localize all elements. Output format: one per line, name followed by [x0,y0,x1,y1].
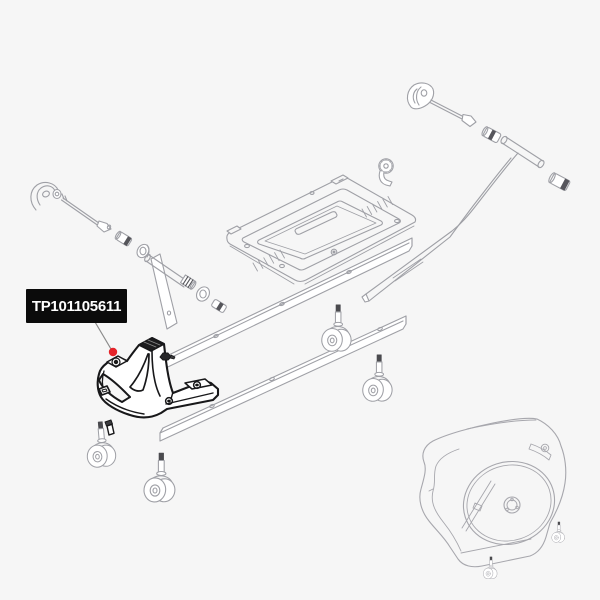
caster-wheel-4 [360,354,395,404]
part-marker-dot[interactable] [108,347,118,357]
base-rail-lower [159,315,407,442]
base-foot-bracket[interactable] [96,336,220,436]
case-caster-1 [482,556,499,580]
curved-stabilizer-bar [361,135,545,303]
bike-travel-case-reference [419,417,567,580]
support-plate-left [144,253,227,330]
caster-wheel-3 [319,304,354,354]
locking-knob [378,158,394,187]
quick-release-skewer-right [406,82,477,128]
base-rail-upper [146,237,413,378]
fork-mount-platform [226,174,417,285]
axle-bushings-right [481,126,571,191]
axle-bushings-left [114,230,150,259]
quick-release-skewer-left [30,181,112,233]
caster-wheel-2 [141,452,177,504]
part-number-label[interactable]: TP101105611 [26,289,127,323]
case-caster-2 [550,521,566,544]
part-number-text: TP101105611 [31,297,122,315]
leader-line [94,321,112,350]
